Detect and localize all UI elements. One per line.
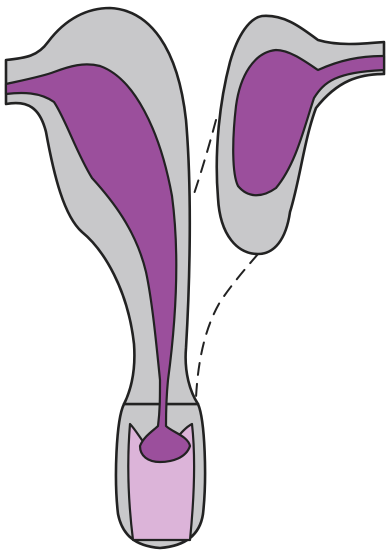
fibrous-band-inner-dash (192, 120, 216, 200)
fibrous-band-outer-dash (196, 254, 258, 398)
right-rudimentary-horn (217, 16, 384, 254)
left-hemi-uterus (6, 8, 198, 462)
